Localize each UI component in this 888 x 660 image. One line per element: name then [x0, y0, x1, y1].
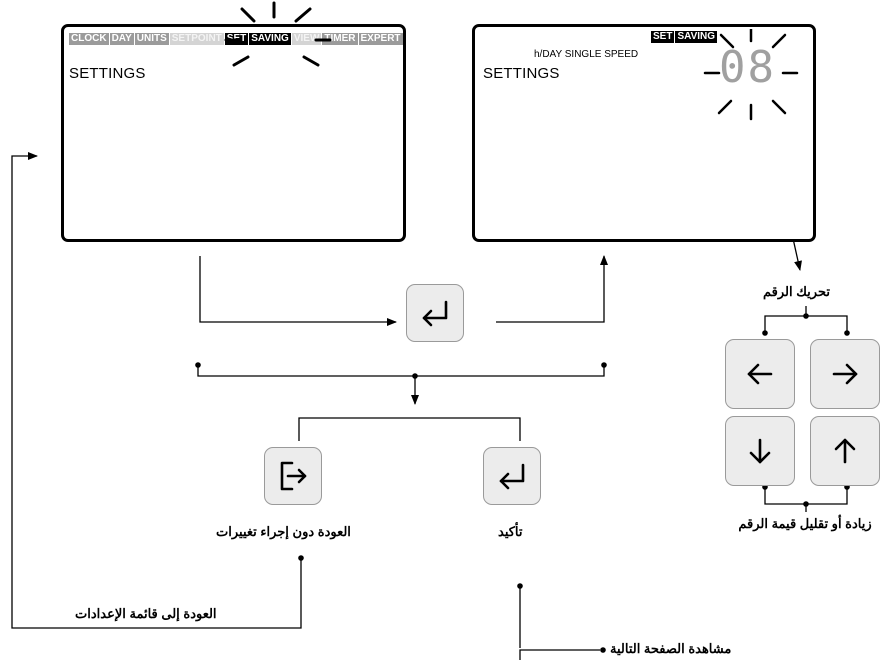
tab-saving: SAVING [675, 31, 718, 43]
settings-screen-value: SET SAVING h/DAY SINGLE SPEED SETTINGS 0… [472, 24, 816, 242]
digit-display: 08 [719, 42, 776, 93]
arrow-up-icon [834, 438, 856, 464]
arrow-right-icon [832, 363, 858, 385]
tab-units[interactable]: UNITS [134, 33, 169, 45]
increase-decrease-label: زيادة أو تقليل قيمة الرقم [738, 516, 872, 531]
tab-set: SET [651, 31, 675, 43]
settings-screen-menu: CLOCK DAY UNITS SETPOINT SET SAVING VIEW… [61, 1, 406, 242]
tab-expert[interactable]: EXPERT [358, 33, 403, 45]
back-no-changes-label: العودة دون إجراء تغييرات [216, 524, 351, 539]
blink-rays-icon [224, 1, 332, 67]
view-next-page-label: مشاهدة الصفحة التالية [610, 641, 732, 656]
tab-clock[interactable]: CLOCK [69, 33, 109, 45]
confirm-label: تأكيد [498, 524, 523, 539]
arrow-down-button[interactable] [725, 416, 795, 486]
arrow-up-button[interactable] [810, 416, 880, 486]
arrow-right-button[interactable] [810, 339, 880, 409]
screen-title: SETTINGS [483, 65, 560, 82]
enter-icon [422, 300, 448, 327]
blink-rays-icon [703, 29, 799, 121]
tab-day[interactable]: DAY [109, 33, 134, 45]
arrow-down-icon [749, 438, 771, 464]
enter-icon [499, 463, 525, 490]
enter-button[interactable] [406, 284, 464, 342]
exit-button[interactable] [264, 447, 322, 505]
tab-timer[interactable]: TIMER [322, 33, 358, 45]
screen-title: SETTINGS [69, 65, 146, 82]
confirm-button[interactable] [483, 447, 541, 505]
arrow-left-button[interactable] [725, 339, 795, 409]
back-to-settings-menu-label: العودة إلى قائمة الإعدادات [75, 606, 217, 621]
exit-icon [280, 461, 307, 491]
arrow-left-icon [747, 363, 773, 385]
tab-saving[interactable]: SAVING [249, 33, 291, 45]
move-digit-label: تحريك الرقم [763, 284, 830, 299]
mode-tabs: SET SAVING [651, 31, 718, 43]
tab-setpoint[interactable]: SETPOINT [169, 33, 224, 45]
tab-view[interactable]: VIEW [291, 33, 322, 45]
mode-label: h/DAY SINGLE SPEED [534, 49, 639, 60]
